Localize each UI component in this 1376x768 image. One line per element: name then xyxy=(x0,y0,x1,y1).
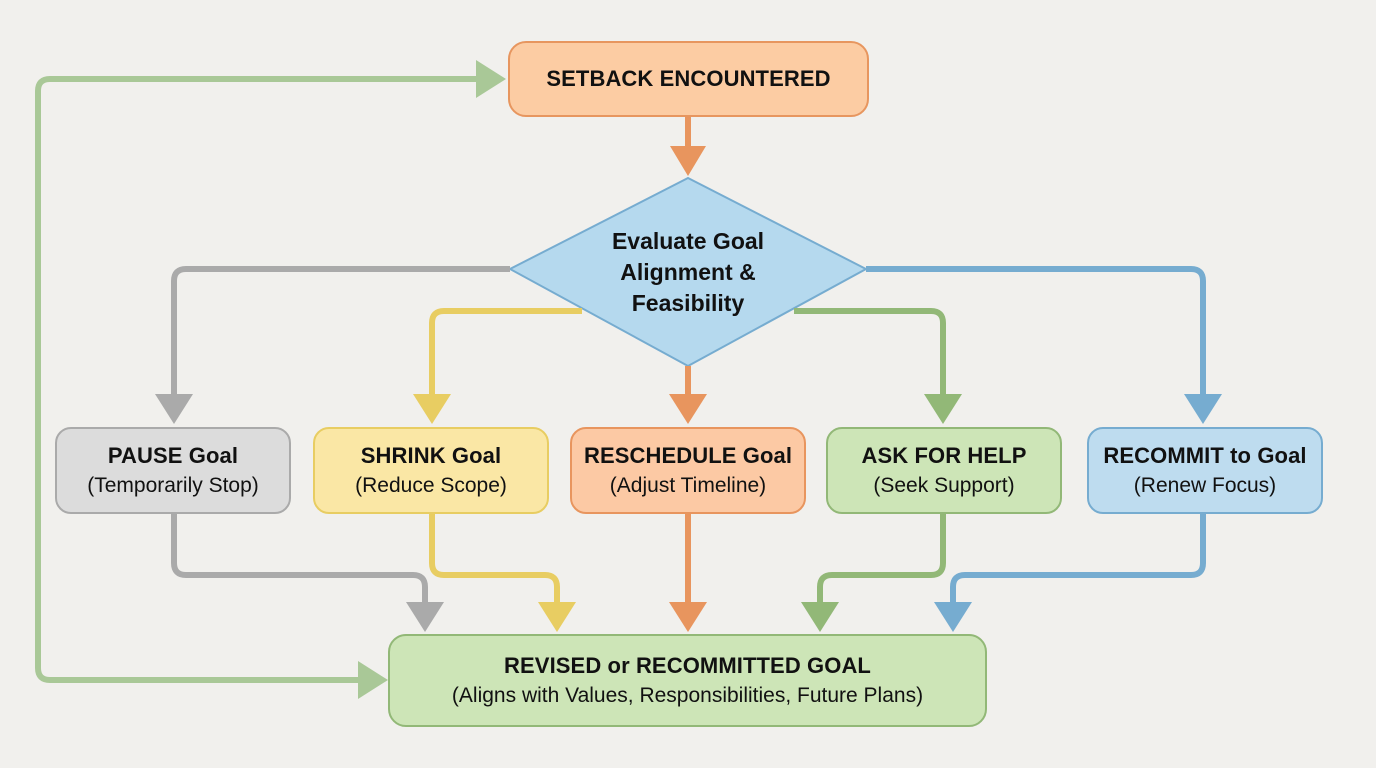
recommit-goal-node: RECOMMIT to Goal (Renew Focus) xyxy=(1087,427,1323,514)
decision-to-help-connector xyxy=(794,308,946,396)
decision-to-recommit-connector xyxy=(866,266,1206,396)
revised-goal-subtitle: (Aligns with Values, Responsibilities, F… xyxy=(451,683,924,707)
setback-encountered-title: SETBACK ENCOUNTERED xyxy=(546,66,831,91)
help-result-arrowhead xyxy=(801,602,839,632)
pause-result-arrowhead xyxy=(406,602,444,632)
shrink-goal-node: SHRINK Goal (Reduce Scope) xyxy=(313,427,549,514)
recommit-arrowhead xyxy=(1184,394,1222,424)
evaluate-goal-decision-label: Evaluate Goal Alignment & Feasibility xyxy=(588,226,788,319)
help-to-result-connector xyxy=(817,514,946,604)
recommit-to-result-connector xyxy=(950,514,1206,604)
decision-to-pause-connector xyxy=(171,266,510,396)
decision-line-3: Feasibility xyxy=(631,290,745,316)
recommit-goal-title: RECOMMIT to Goal xyxy=(1103,442,1307,468)
reschedule-arrowhead xyxy=(669,394,707,424)
pause-goal-node: PAUSE Goal (Temporarily Stop) xyxy=(55,427,291,514)
shrink-result-arrowhead xyxy=(538,602,576,632)
reschedule-result-arrowhead xyxy=(669,602,707,632)
recommit-result-arrowhead xyxy=(934,602,972,632)
ask-for-help-node: ASK FOR HELP (Seek Support) xyxy=(826,427,1062,514)
revised-goal-title: REVISED or RECOMMITTED GOAL xyxy=(504,652,871,678)
reschedule-goal-title: RESCHEDULE Goal xyxy=(583,442,793,468)
pause-goal-title: PAUSE Goal xyxy=(107,442,239,468)
reschedule-goal-node: RESCHEDULE Goal (Adjust Timeline) xyxy=(570,427,806,514)
feedback-loop-arrowhead-start xyxy=(476,60,506,98)
shrink-to-result-connector xyxy=(429,514,560,604)
help-arrowhead xyxy=(924,394,962,424)
decision-to-shrink-connector xyxy=(429,308,582,396)
shrink-goal-subtitle: (Reduce Scope) xyxy=(355,473,507,497)
pause-to-result-connector xyxy=(171,514,428,604)
decision-line-2: Alignment & xyxy=(620,259,756,285)
shrink-goal-title: SHRINK Goal xyxy=(360,442,502,468)
pause-goal-subtitle: (Temporarily Stop) xyxy=(87,473,259,497)
feedback-loop-connector xyxy=(35,76,478,683)
recommit-goal-subtitle: (Renew Focus) xyxy=(1133,473,1277,497)
shrink-arrowhead xyxy=(413,394,451,424)
setback-encountered-node: SETBACK ENCOUNTERED xyxy=(508,41,869,117)
feedback-loop-arrowhead-result xyxy=(358,661,388,699)
ask-for-help-subtitle: (Seek Support) xyxy=(873,473,1015,497)
ask-for-help-title: ASK FOR HELP xyxy=(861,442,1027,468)
start-to-decision-arrowhead xyxy=(670,146,706,176)
decision-line-1: Evaluate Goal xyxy=(611,228,765,254)
pause-arrowhead xyxy=(155,394,193,424)
revised-goal-node: REVISED or RECOMMITTED GOAL (Aligns with… xyxy=(388,634,987,727)
reschedule-goal-subtitle: (Adjust Timeline) xyxy=(609,473,767,497)
